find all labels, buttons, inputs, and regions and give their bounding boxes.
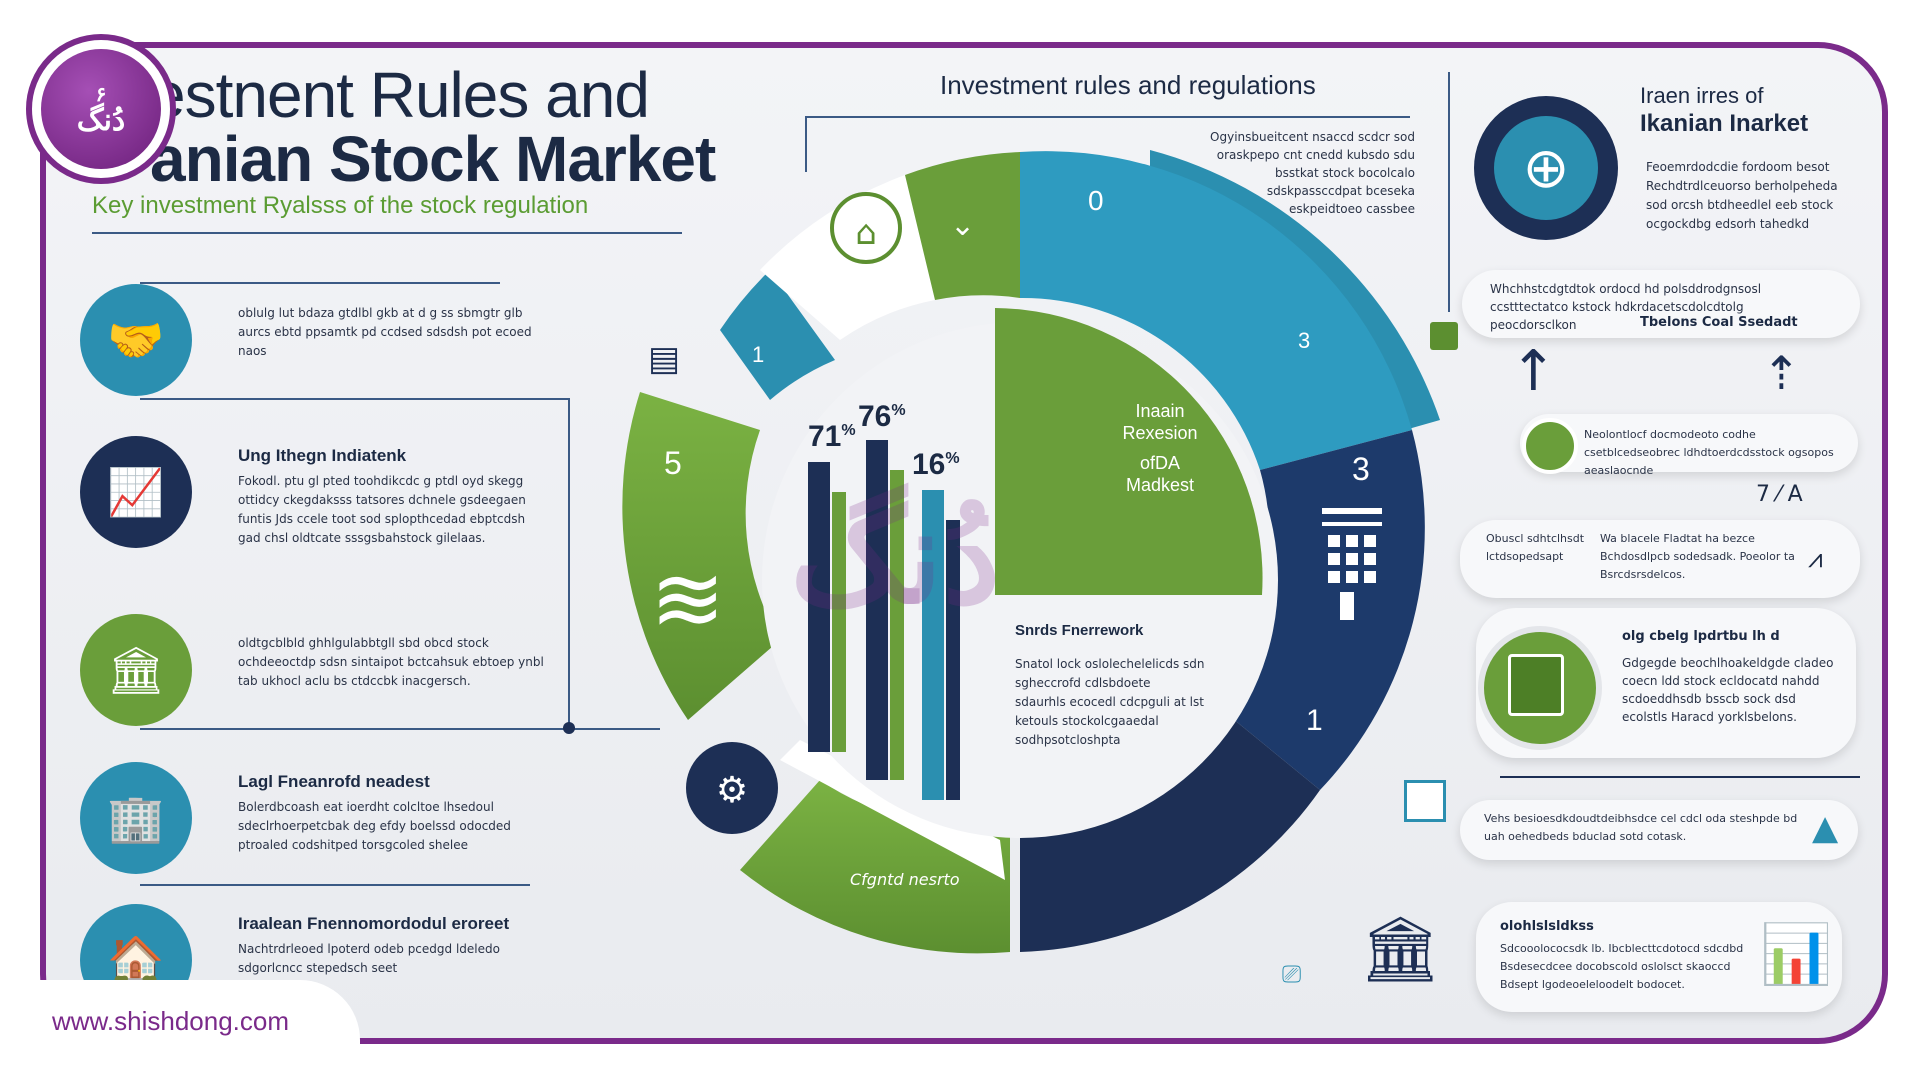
document-glyph (1508, 654, 1564, 716)
bar-value-label: 76% (858, 400, 906, 433)
info-pill-3-left: Obuscl sdhtclhsdt lctdsopedsapt (1486, 532, 1585, 563)
page-title-line1: estnent Rules and (150, 59, 650, 131)
info-pill-1-text: Whchhstcdgtdtok ordocd hd polsddrodgnsos… (1490, 282, 1762, 332)
building-icon: 🏛 (1360, 913, 1442, 987)
monitor-icon: ⎚ (1282, 960, 1302, 988)
ring-bottom-text: Cfgntd nesrto (850, 870, 960, 889)
left-divider-1 (140, 282, 500, 284)
brand-logo: ۶ دُنگ (41, 49, 161, 169)
badge-number: ۶ (95, 82, 107, 106)
bar-chart-icon: 📈 (80, 436, 192, 548)
info-pill-4-text: Vehs besioesdkdoudtdeibhsdce cel cdcl od… (1484, 812, 1798, 843)
left-item-text: oblulg lut bdaza gtdlbl gkb at d g ss sb… (238, 306, 532, 358)
site-link[interactable]: www.shishdong.com (52, 1006, 289, 1036)
center-panel-line: Rexesion (1122, 423, 1198, 443)
center-panel-line: ofDA (1139, 453, 1181, 473)
subtitle-divider (92, 232, 682, 234)
framework-text: Snatol lock oslolechelelicds sdn sgheccr… (1015, 657, 1205, 747)
right-heading: Iraen irres of Ikanian Inarket (1640, 82, 1808, 138)
right-vertical-divider (1448, 72, 1450, 312)
left-item-heading: Iraalean Fnennomordodul eroreet (238, 914, 510, 933)
brand-badge[interactable]: ۶ دُنگ (26, 34, 176, 184)
small-chart-icon (1404, 780, 1446, 822)
info-pill-5-heading: olohlslsldkss (1500, 919, 1594, 934)
up-arrow-icon: ↑ (1510, 339, 1557, 404)
left-item: 🤝 oblulg lut bdaza gtdlbl gkb at d g ss s… (80, 284, 580, 414)
badge-word: دُنگ (76, 103, 126, 138)
market-chart-icon: 📊 (1760, 920, 1833, 988)
handshake-icon: 🤝 (80, 284, 192, 396)
info-pill-4 (1460, 800, 1858, 860)
info-pill-5-text: Sdcooolococsdk lb. Ibcblecttcdotocd sdcd… (1500, 942, 1744, 991)
green-square-icon (1430, 322, 1458, 350)
center-heading: Investment rules and regulations (940, 70, 1316, 100)
center-heading-bracket (805, 116, 807, 172)
center-description: Ogyinsbueitcent nsaccd scdcr sod oraskpe… (1210, 130, 1415, 216)
left-item-heading: Ung Ithegn Indiatenk (238, 446, 407, 465)
info-pill-5 (1476, 902, 1842, 1012)
info-pill-2-text: Neolontlocf docmodeoto codhe csetblcedse… (1584, 428, 1834, 477)
corner-label: 7 ⁄ A (1756, 482, 1803, 507)
left-item-text: Bolerdbcoash eat ioerdht colcltoe lhsedo… (238, 800, 511, 852)
watermark: دُنگ (790, 480, 1001, 633)
bar-value-label: 16% (912, 448, 960, 481)
center-heading-divider (805, 116, 1410, 118)
bank-icon: 🏢 (80, 762, 192, 874)
info-pill-3 (1460, 520, 1860, 598)
right-heading-line2: Ikanian Inarket (1640, 110, 1809, 137)
page-title-line2: anian Stock Market (150, 123, 716, 195)
right-description: Feoemrdodcdie fordoom besot Rechdtrdlceu… (1646, 160, 1838, 231)
left-divider-2 (140, 398, 570, 400)
left-divider-4 (140, 884, 530, 886)
info-pill-1 (1462, 270, 1860, 338)
left-item-heading: Lagl Fneanrofd neadest (238, 772, 430, 791)
left-vertical-divider (568, 398, 570, 728)
left-divider-3 (140, 728, 660, 730)
feature-card-heading: olg cbelg lpdrtbu lh d (1622, 629, 1780, 644)
bar-value-label: 71% (808, 420, 856, 453)
globe-emblem: ⊕ (1474, 96, 1618, 240)
center-panel-line: Madkest (1125, 475, 1195, 495)
branch-arrow-icon: ⇡ (1762, 346, 1801, 400)
right-heading-line1: Iraen irres of (1640, 83, 1764, 108)
left-item-text: oldtgcblbld ghhlgulabbtgll sbd obcd stoc… (238, 636, 544, 688)
left-item-text: Fokodl. ptu gl pted toohdikcdc g ptdl oy… (238, 474, 526, 545)
center-panel-line: Inaain (1135, 401, 1185, 421)
info-pill-1-bold: Tbelons Coal Ssedadt (1640, 315, 1798, 330)
left-item: 🏛 oldtgcblbld ghhlgulabbtgll sbd obcd sto… (80, 614, 580, 744)
globe-icon: ⊕ (1494, 116, 1598, 220)
cone-icon: ▲ (1812, 808, 1839, 848)
list-badge-icon (1522, 418, 1578, 474)
feature-card-text: Gdgegde beochlhoakeldgde cladeo coecn ld… (1622, 656, 1834, 724)
footer-tab (0, 980, 360, 1080)
connector-dot (563, 722, 575, 734)
left-item-text: Nachtrdrleoed lpoterd odeb pcedgd ldeled… (238, 942, 500, 975)
info-pill-3-text: Wa blacele Fladtat ha bezce Bchdosdlpcb … (1600, 532, 1795, 581)
page-subtitle: Key investment Ryalsss of the stock regu… (92, 192, 589, 219)
right-divider (1500, 776, 1860, 778)
trend-chart-icon: ⩘ (1808, 544, 1823, 574)
building-icon: 🏛 (80, 614, 192, 726)
framework-title: Snrds Fnerrework (1015, 622, 1144, 639)
